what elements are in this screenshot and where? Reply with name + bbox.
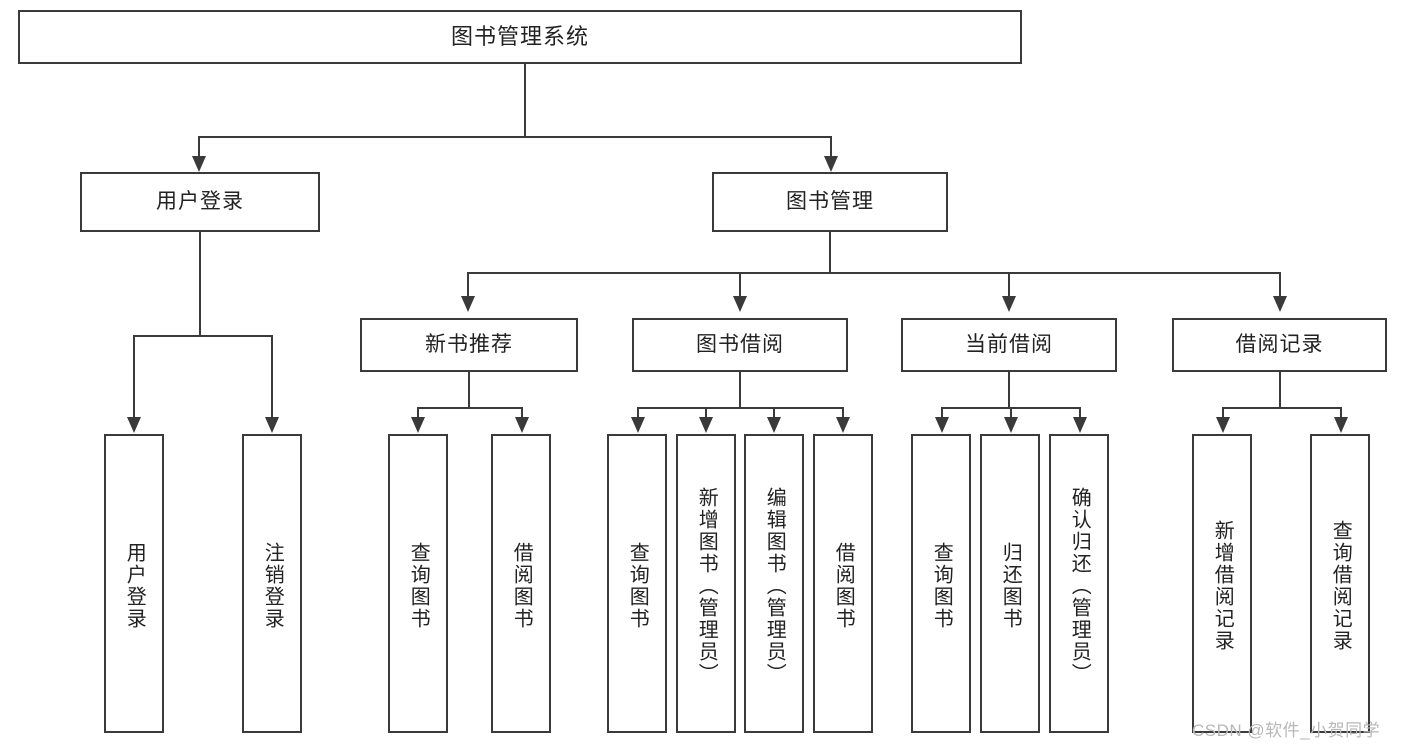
connector-bb-stem (739, 372, 741, 408)
connector-bb-to-leaf-3 (842, 407, 844, 419)
arrow-br-to-leaf-0 (1216, 417, 1230, 433)
leaf-borrow-book-recommend[interactable]: 借阅图书 (491, 434, 551, 733)
leaf-user-login[interactable]: 用户登录 (104, 434, 164, 733)
node-user-login[interactable]: 用户登录 (80, 172, 320, 232)
node-book-borrow[interactable]: 图书借阅 (632, 318, 848, 372)
leaf-label: 新增借阅记录 (1211, 519, 1234, 652)
leaf-label: 查询借阅记录 (1329, 519, 1352, 652)
connector-bb-bus (637, 407, 842, 409)
leaf-query-borrow-record[interactable]: 查询借阅记录 (1310, 434, 1370, 733)
connector-book-management-stem (829, 232, 831, 273)
arrow-bm-to-lvl2-2 (1002, 296, 1016, 312)
node-label: 用户登录 (156, 189, 244, 213)
leaf-query-book-borrow[interactable]: 查询图书 (607, 434, 667, 733)
connector-br-stem (1279, 372, 1281, 408)
connector-bm-to-lvl2-3 (1279, 272, 1281, 298)
leaf-query-book-current[interactable]: 查询图书 (911, 434, 971, 733)
connector-root-bus (198, 136, 830, 138)
leaf-label: 编辑图书（管理员） (763, 486, 786, 685)
node-label: 当前借阅 (965, 332, 1053, 356)
arrow-root-to-book-management (824, 156, 838, 172)
csdn-watermark: CSDN @软件_小贺同学 (1192, 721, 1381, 740)
arrow-cb-to-leaf-0 (935, 417, 949, 433)
node-book-management[interactable]: 图书管理 (712, 172, 948, 232)
connector-cb-stem (1008, 372, 1010, 408)
connector-bm-to-lvl2-1 (739, 272, 741, 298)
leaf-logout[interactable]: 注销登录 (242, 434, 302, 733)
node-root-book-management-system[interactable]: 图书管理系统 (18, 10, 1022, 64)
arrow-bm-to-lvl2-0 (461, 296, 475, 312)
arrow-bb-to-leaf-2 (767, 417, 781, 433)
connector-bb-to-leaf-2 (773, 407, 775, 419)
connector-root-to-book-management (830, 136, 832, 158)
connector-bb-to-leaf-1 (705, 407, 707, 419)
leaf-label: 查询图书 (626, 541, 649, 630)
node-current-borrow[interactable]: 当前借阅 (901, 318, 1117, 372)
node-label: 图书管理系统 (450, 24, 589, 50)
leaf-return-book[interactable]: 归还图书 (980, 434, 1040, 733)
leaf-label: 查询图书 (407, 541, 430, 630)
arrow-bb-to-leaf-1 (699, 417, 713, 433)
arrow-cb-to-leaf-1 (1004, 417, 1018, 433)
node-borrow-record[interactable]: 借阅记录 (1172, 318, 1387, 372)
leaf-add-book-admin[interactable]: 新增图书（管理员） (676, 434, 736, 733)
connector-user-login-to-leaf-0 (133, 335, 135, 419)
arrow-bm-to-lvl2-1 (733, 296, 747, 312)
arrow-user-login-to-leaf-0 (127, 417, 141, 433)
connector-nbr-to-leaf-1 (521, 407, 523, 419)
connector-nbr-to-leaf-0 (417, 407, 419, 419)
arrow-bb-to-leaf-3 (836, 417, 850, 433)
connector-br-to-leaf-1 (1340, 407, 1342, 419)
arrow-cb-to-leaf-2 (1073, 417, 1087, 433)
arrow-user-login-to-leaf-1 (265, 417, 279, 433)
arrow-bm-to-lvl2-3 (1273, 296, 1287, 312)
connector-cb-to-leaf-0 (941, 407, 943, 419)
connector-bb-to-leaf-0 (637, 407, 639, 419)
leaf-confirm-return-admin[interactable]: 确认归还（管理员） (1049, 434, 1109, 733)
arrow-nbr-to-leaf-0 (411, 417, 425, 433)
leaf-label: 注销登录 (261, 541, 284, 630)
connector-root-stem (524, 64, 526, 137)
connector-br-to-leaf-0 (1222, 407, 1224, 419)
node-label: 图书管理 (786, 189, 874, 213)
leaf-label: 确认归还（管理员） (1068, 486, 1091, 685)
connector-bm-to-lvl2-0 (467, 272, 469, 298)
arrow-bb-to-leaf-0 (631, 417, 645, 433)
leaf-label: 用户登录 (123, 541, 146, 630)
connector-user-login-to-leaf-1 (271, 335, 273, 419)
connector-user-login-stem (199, 232, 201, 336)
leaf-edit-book-admin[interactable]: 编辑图书（管理员） (744, 434, 804, 733)
leaf-label: 新增图书（管理员） (695, 486, 718, 685)
node-label: 新书推荐 (425, 332, 513, 356)
leaf-label: 查询图书 (930, 541, 953, 630)
connector-user-login-bus (133, 335, 271, 337)
connector-root-to-user-login (198, 136, 200, 158)
node-label: 借阅记录 (1235, 332, 1324, 356)
connector-book-management-bus (467, 272, 1279, 274)
node-label: 图书借阅 (696, 332, 784, 356)
connector-nbr-bus (417, 407, 521, 409)
arrow-nbr-to-leaf-1 (515, 417, 529, 433)
connector-nbr-stem (468, 372, 470, 408)
leaf-label: 借阅图书 (832, 541, 855, 630)
connector-br-bus (1222, 407, 1340, 409)
leaf-label: 借阅图书 (510, 541, 533, 630)
leaf-label: 归还图书 (999, 541, 1022, 630)
leaf-borrow-book[interactable]: 借阅图书 (813, 434, 873, 733)
connector-bm-to-lvl2-2 (1008, 272, 1010, 298)
connector-cb-to-leaf-2 (1079, 407, 1081, 419)
leaf-add-borrow-record[interactable]: 新增借阅记录 (1192, 434, 1252, 733)
arrow-br-to-leaf-1 (1334, 417, 1348, 433)
connector-cb-to-leaf-1 (1010, 407, 1012, 419)
leaf-query-book-recommend[interactable]: 查询图书 (388, 434, 448, 733)
node-new-book-recommend[interactable]: 新书推荐 (360, 318, 578, 372)
arrow-root-to-user-login (192, 156, 206, 172)
